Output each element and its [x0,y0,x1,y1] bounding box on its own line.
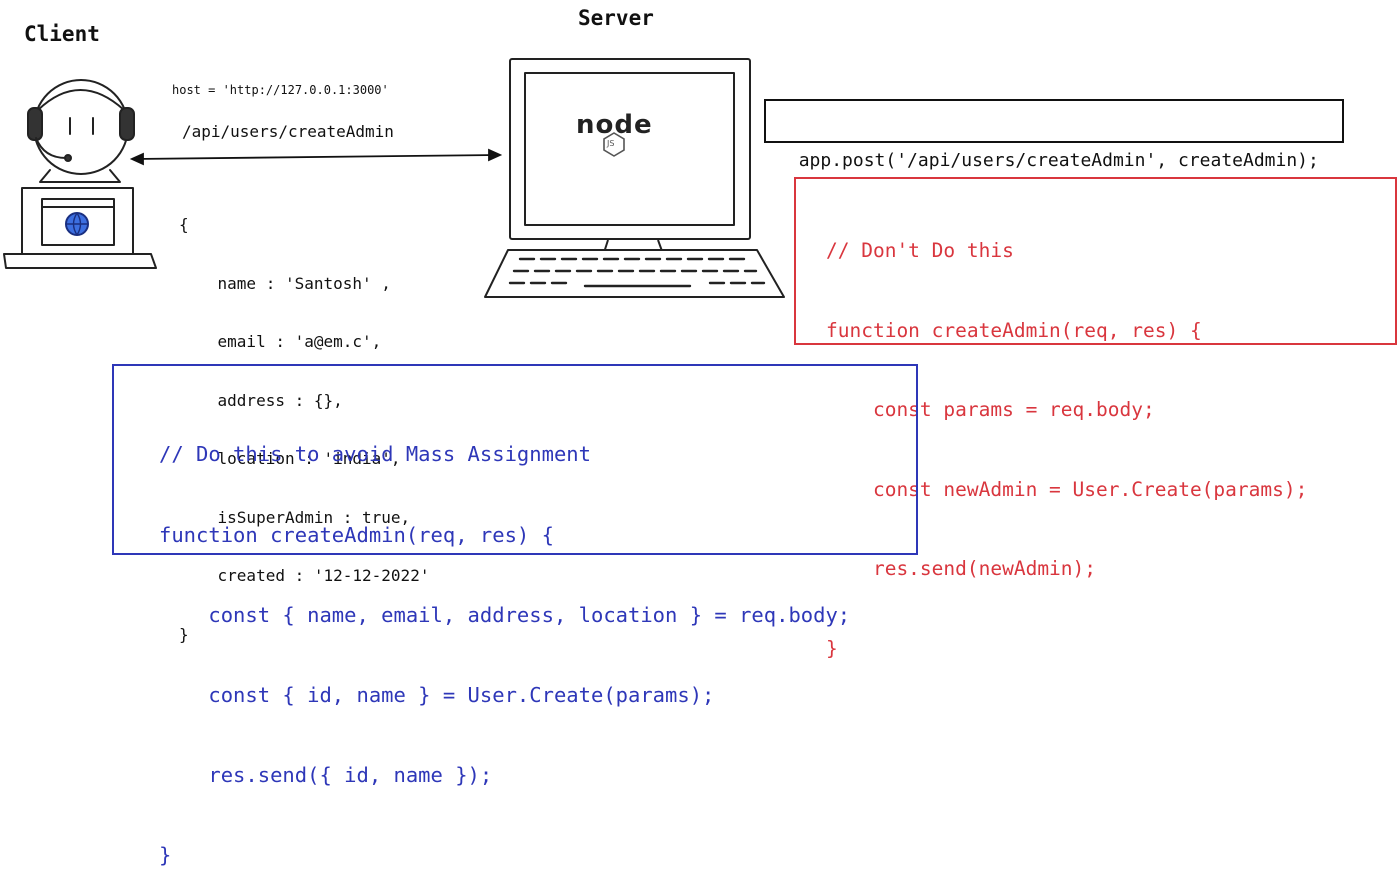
route-code-box: app.post('/api/users/createAdmin', creat… [764,99,1344,171]
route-code: app.post('/api/users/createAdmin', creat… [798,150,1319,171]
headset-left-ear [27,107,43,141]
request-body-line: location : 'india', [179,449,401,468]
request-body-line: { [179,215,189,234]
server-keyboard [484,249,785,298]
request-path: /api/users/createAdmin [182,122,394,141]
request-body-line: email : 'a@em.c', [179,332,382,351]
monitor-frame [509,58,751,240]
bad-code-line: res.send(newAdmin); [826,557,1097,580]
monitor-screen [524,72,735,226]
good-code-line: const { name, email, address, location }… [159,602,851,627]
request-body-line: name : 'Santosh' , [179,273,391,293]
client-shoulders [39,169,121,183]
good-example-code-box: // Do this to avoid Mass Assignment func… [112,364,918,867]
headset-right-ear [119,107,135,141]
good-code-line: function createAdmin(req, res) { [159,522,554,547]
bad-code-line: const newAdmin = User.Create(params); [826,477,1308,501]
bad-code-line: } [826,636,838,660]
client-label: Client [24,22,100,46]
client-head [33,79,129,175]
request-host: host = 'http://127.0.0.1:3000' [172,83,389,97]
diagram-illustration [3,58,785,298]
nodejs-logo-text: node [576,110,653,140]
bad-example-code-box: // Don't Do this function createAdmin(re… [794,177,1397,660]
client-avatar [27,79,135,183]
request-arrow [129,148,503,166]
client-laptop [3,187,157,269]
nodejs-hexagon-icon [603,132,625,157]
good-code-comment: // Do this to avoid Mass Assignment [159,442,591,467]
good-code-line: } [159,842,172,867]
keyboard-body [484,249,785,298]
bad-code-line: function createAdmin(req, res) { [826,318,1202,342]
bad-code-comment: // Don't Do this [826,239,1014,262]
nodejs-logo-badge: JS [607,139,615,148]
request-body-line: isSuperAdmin : true, [179,507,411,527]
good-code-line: const { id, name } = User.Create(params)… [159,682,715,707]
request-body-line: created : '12-12-2022' [179,566,430,585]
server-label: Server [578,6,654,30]
good-code-line: res.send({ id, name }); [159,762,493,787]
laptop-base [3,253,157,269]
request-body-line: address : {}, [179,390,343,410]
headset-mic-arm [35,137,67,159]
headset-band [37,89,125,111]
laptop-screen [41,198,115,246]
server-monitor [509,58,751,263]
